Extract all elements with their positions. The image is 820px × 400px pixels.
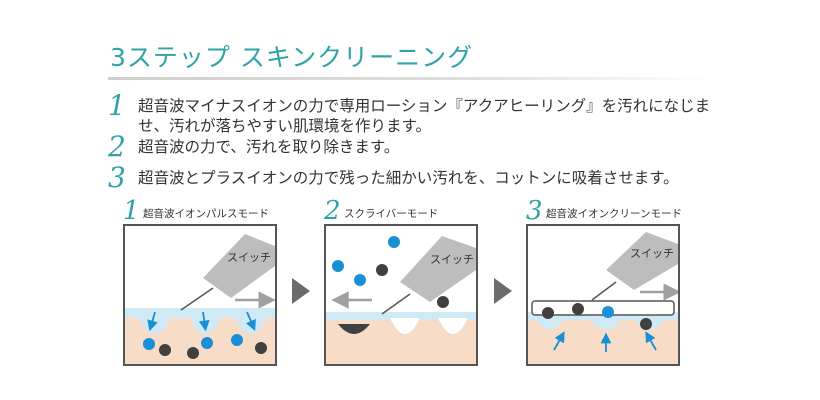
particle-blue	[354, 274, 366, 286]
title-underline	[108, 77, 712, 80]
step-number: 1	[108, 89, 126, 122]
particle-dark	[187, 347, 199, 359]
step-text: 超音波の力で、汚れを取り除きます。	[138, 138, 400, 156]
particle-dark	[255, 342, 267, 354]
particle-dark	[437, 296, 449, 308]
particle-blue	[143, 338, 155, 350]
page-title: 3ステップ スキンクリーニング	[110, 43, 474, 72]
panel-ion-pulse-mode: 1 超音波イオンパルスモード	[123, 196, 283, 385]
arrow-icon	[245, 311, 256, 331]
play-triangle-icon	[494, 278, 512, 304]
step-text: 超音波とプラスイオンの力で残った細かい汚れを、コットンに吸着させます。	[138, 169, 679, 187]
switch-label: スイッチ	[430, 253, 474, 266]
switch-label: スイッチ	[227, 251, 271, 264]
panel-number: 3	[526, 196, 543, 226]
ion-clean-illustration: スイッチ	[528, 232, 678, 364]
panel-illustration: スイッチ	[123, 224, 277, 366]
particle-dark	[376, 264, 388, 276]
panel-scrubber-mode: 2 スクライバーモード スイッチ	[324, 196, 484, 385]
particle-dark	[572, 303, 584, 315]
arrow-icon	[553, 331, 565, 351]
particle-dark	[159, 344, 171, 356]
play-triangle-icon	[292, 278, 310, 304]
switch-label: スイッチ	[630, 247, 674, 260]
arrow-icon	[198, 311, 210, 332]
particle-blue	[231, 334, 243, 346]
step-number: 2	[108, 130, 126, 163]
device-icon: スイッチ	[180, 234, 275, 311]
device-icon: スイッチ	[591, 232, 678, 301]
panel-number: 1	[123, 196, 140, 226]
ion-pulse-illustration: スイッチ	[125, 234, 275, 364]
particle-dark	[640, 318, 652, 330]
scrubber-illustration: スイッチ	[326, 236, 476, 364]
panel-ion-clean-mode: 3 超音波イオンクリーンモード	[526, 196, 686, 385]
particle-blue	[332, 260, 344, 272]
step-text: 超音波マイナスイオンの力で専用ローション『アクアヒーリング』を汚れになじませ、汚…	[138, 97, 711, 135]
panel-number: 2	[324, 196, 341, 226]
particle-blue	[201, 337, 213, 349]
arrow-icon	[645, 331, 657, 351]
lotion-layer	[125, 308, 275, 334]
particle-blue	[602, 306, 614, 318]
step-number: 3	[108, 161, 126, 194]
panel-label: 超音波イオンクリーンモード	[546, 208, 682, 220]
particle-dark	[542, 307, 554, 319]
particle-blue	[388, 236, 400, 248]
panel-illustration: スイッチ	[324, 224, 478, 366]
panel-illustration: スイッチ	[526, 224, 680, 366]
arrow-icon	[147, 311, 158, 332]
device-icon: スイッチ	[381, 236, 476, 315]
panel-label: 超音波イオンパルスモード	[143, 208, 269, 220]
cleaned-pores	[390, 318, 468, 334]
removed-dirt	[338, 324, 370, 334]
panel-label: スクライバーモード	[344, 208, 439, 220]
